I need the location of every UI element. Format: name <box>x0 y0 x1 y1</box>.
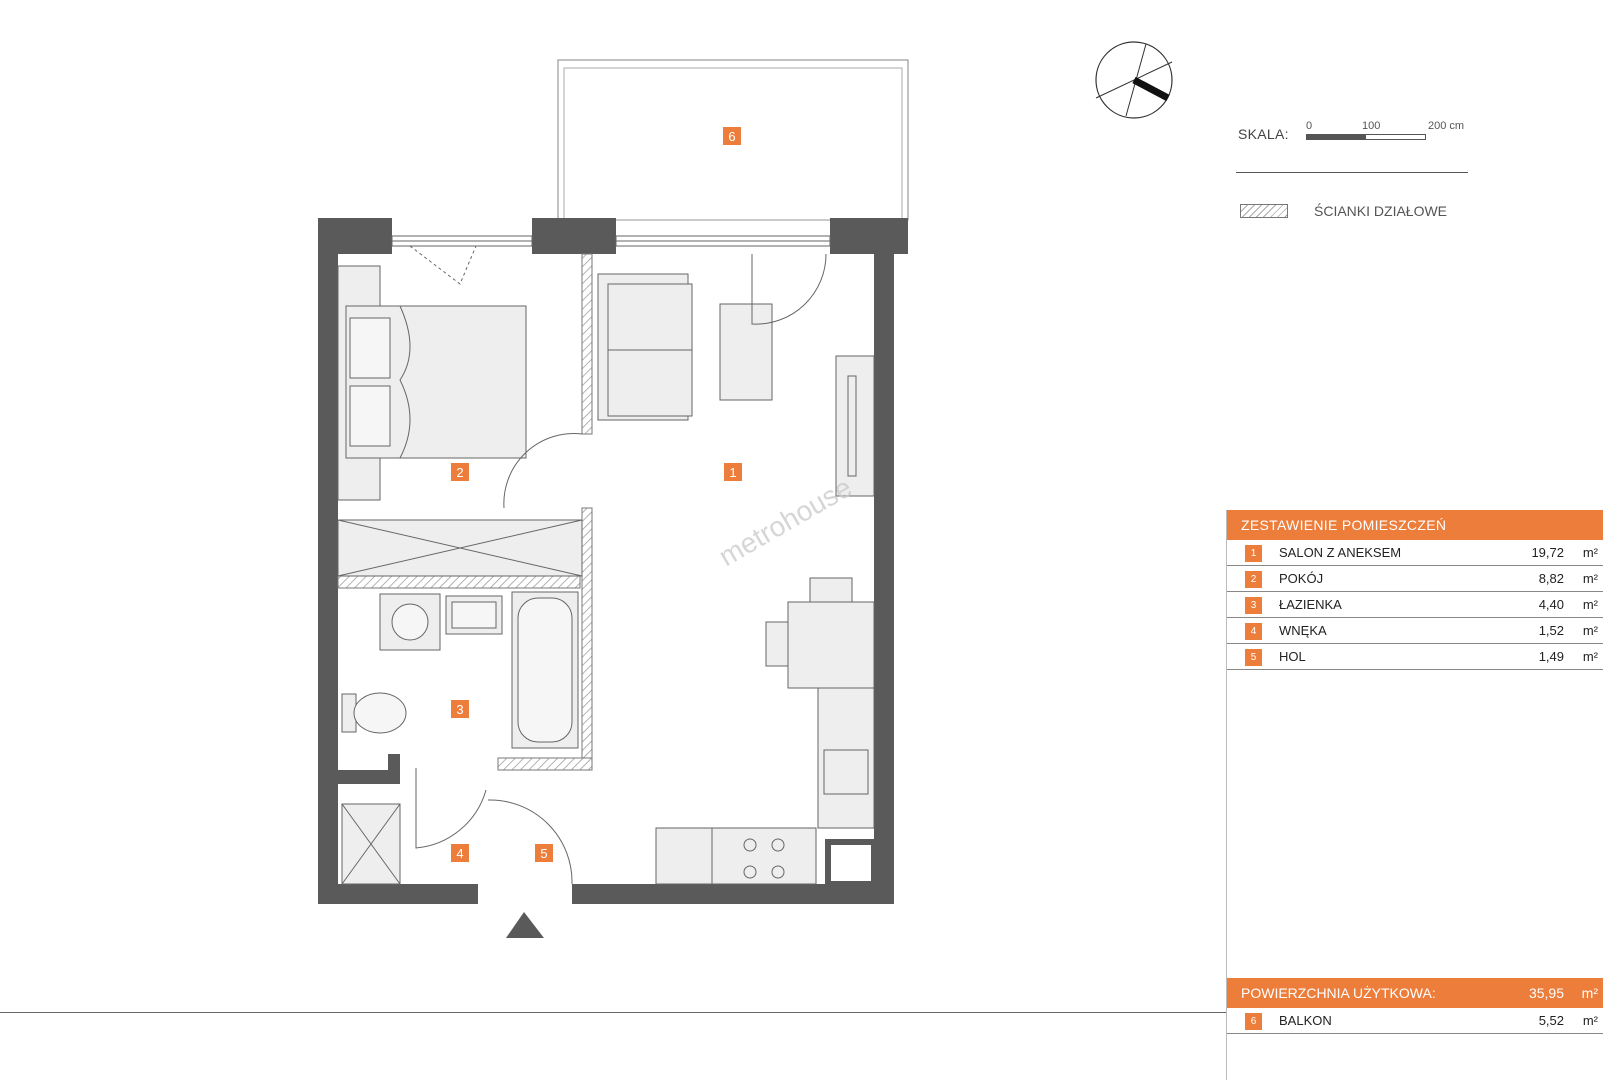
total-label: POWIERZCHNIA UŻYTKOWA: <box>1241 985 1436 1001</box>
table-row: 1 SALON Z ANEKSEM 19,72 m² <box>1227 540 1603 566</box>
row-number: 5 <box>1245 649 1262 666</box>
row-area: 4,40 <box>1538 597 1564 612</box>
room-marker-3-label: 3 <box>456 702 463 717</box>
partition-walls <box>337 253 593 771</box>
row-area: 1,52 <box>1538 623 1564 638</box>
row-unit: m² <box>1582 623 1598 638</box>
row-name: BALKON <box>1279 1013 1332 1028</box>
room-marker-1: 1 <box>724 463 742 481</box>
scale: SKALA: 0 100 200 cm <box>1238 118 1478 158</box>
row-number: 4 <box>1245 623 1262 640</box>
scale-bar <box>1306 134 1426 140</box>
table-row: 3 ŁAZIENKA 4,40 m² <box>1227 592 1603 618</box>
total-row: POWIERZCHNIA UŻYTKOWA: 35,95 m² <box>1227 978 1603 1008</box>
table-row: 4 WNĘKA 1,52 m² <box>1227 618 1603 644</box>
watermark: metrohouse <box>713 471 857 572</box>
row-unit: m² <box>1582 1013 1598 1028</box>
table-row: 2 POKÓJ 8,82 m² <box>1227 566 1603 592</box>
windows <box>391 235 831 247</box>
room-marker-6-label: 6 <box>728 129 735 144</box>
row-name: HOL <box>1279 649 1306 664</box>
room-marker-3: 3 <box>451 700 469 718</box>
divider <box>1236 172 1468 173</box>
row-unit: m² <box>1582 597 1598 612</box>
bottom-line <box>0 1012 1226 1013</box>
row-unit: m² <box>1582 545 1598 560</box>
room-marker-2: 2 <box>451 463 469 481</box>
furniture <box>337 265 877 887</box>
table-header: ZESTAWIENIE POMIESZCZEŃ <box>1227 510 1603 540</box>
row-area: 5,52 <box>1538 1013 1564 1028</box>
room-marker-1-label: 1 <box>729 465 736 480</box>
scale-tick-100: 100 <box>1362 120 1381 132</box>
row-name: POKÓJ <box>1279 571 1324 586</box>
row-area: 19,72 <box>1531 545 1564 560</box>
scale-tick-0: 0 <box>1306 120 1313 132</box>
row-unit: m² <box>1582 649 1598 664</box>
doors <box>409 245 827 885</box>
scale-tick-200: 200 cm <box>1428 120 1465 132</box>
row-number: 2 <box>1245 571 1262 588</box>
room-marker-6: 6 <box>723 127 741 145</box>
total-area: 35,95 <box>1528 985 1564 1001</box>
rooms-table: ZESTAWIENIE POMIESZCZEŃ 1 SALON Z ANEKSE… <box>1226 510 1603 1080</box>
row-name: ŁAZIENKA <box>1279 597 1342 612</box>
entrance-arrow-icon <box>506 912 544 938</box>
room-marker-5-label: 5 <box>540 846 547 861</box>
row-area: 1,49 <box>1538 649 1564 664</box>
row-number: 6 <box>1245 1013 1262 1030</box>
room-marker-4: 4 <box>451 844 469 862</box>
balcony-row: 6 BALKON 5,52 m² <box>1227 1008 1603 1034</box>
scale-label: SKALA: <box>1238 126 1289 142</box>
row-name: SALON Z ANEKSEM <box>1279 545 1402 560</box>
room-marker-5: 5 <box>535 844 553 862</box>
balcony <box>557 59 909 221</box>
row-unit: m² <box>1582 571 1598 586</box>
outer-walls <box>318 218 908 904</box>
table-row: 5 HOL 1,49 m² <box>1227 644 1603 670</box>
legend-label: ŚCIANKI DZIAŁOWE <box>1314 203 1448 219</box>
row-number: 1 <box>1245 545 1262 562</box>
row-name: WNĘKA <box>1279 623 1327 638</box>
row-area: 8,82 <box>1538 571 1564 586</box>
hatch-swatch-icon <box>1240 204 1288 218</box>
total-unit: m² <box>1581 985 1598 1001</box>
room-marker-4-label: 4 <box>456 846 463 861</box>
row-number: 3 <box>1245 597 1262 614</box>
legend: ŚCIANKI DZIAŁOWE <box>1240 202 1500 222</box>
room-marker-2-label: 2 <box>456 465 463 480</box>
compass-icon <box>1095 41 1173 119</box>
room-markers: 1 2 3 4 5 6 <box>451 127 742 862</box>
